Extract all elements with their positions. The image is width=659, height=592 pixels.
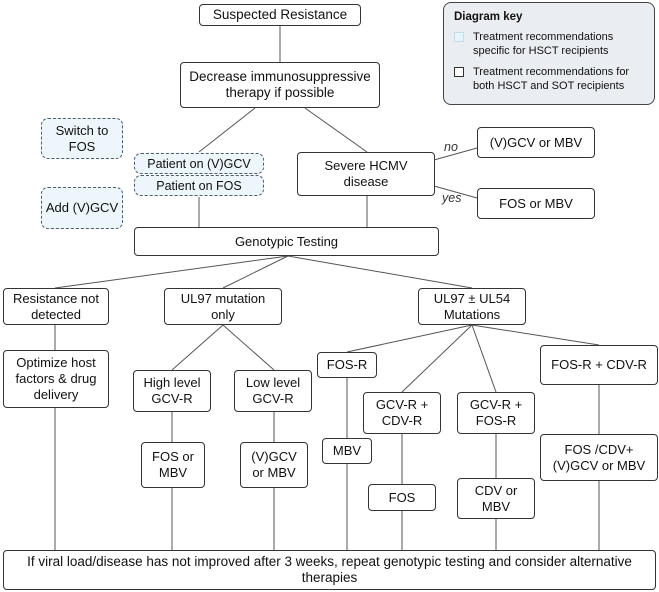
vgcv-or-mbv-top-node: (V)GCV or MBV [477,127,595,158]
fos-r-node: FOS-R [317,352,377,378]
suspected-resistance-node: Suspected Resistance [199,4,361,26]
ul97-ul54-mutations-node: UL97 ± UL54 Mutations [418,288,526,325]
key-hsct-label: Treatment recommendations specific for H… [473,31,614,57]
decrease-immunosuppressive-node: Decrease immunosuppressive therapy if po… [180,62,380,108]
ul97-mutation-only-node: UL97 mutation only [164,288,282,325]
gcv-r-cdv-r-node: GCV-R + CDV-R [363,392,441,434]
gcv-r-fos-r-node: GCV-R + FOS-R [457,392,535,434]
diagram-key-title: Diagram key [454,11,523,23]
switch-to-fos-node: Switch to FOS [41,118,123,159]
genotypic-testing-node: Genotypic Testing [134,227,439,256]
fos-node: FOS [368,484,436,511]
hsct-swatch [454,32,464,42]
diagram-key: Diagram key Treatment recommendations sp… [443,2,655,105]
key-row-both: Treatment recommendations for both HSCT … [454,65,644,93]
mbv-node: MBV [322,438,372,464]
optimize-host-factors-node: Optimize host factors & drug delivery [3,350,109,408]
severe-hcmv-node: Severe HCMV disease [297,152,435,196]
key-both-label: Treatment recommendations for both HSCT … [473,66,630,92]
low-level-gcv-r-node: Low level GCV-R [234,370,312,412]
edge-label-no: no [444,140,458,154]
patient-on-vgcv-node: Patient on (V)GCV [134,153,264,174]
patient-on-fos-node: Patient on FOS [134,175,264,196]
fos-cdv-vgcv-or-mbv-node: FOS /CDV+ (V)GCV or MBV [540,434,658,481]
high-level-gcv-r-node: High level GCV-R [133,370,211,412]
fos-or-mbv-top-node: FOS or MBV [477,188,595,219]
vgcv-or-mbv-node: (V)GCV or MBV [240,442,308,488]
edge-label-yes: yes [442,191,462,205]
repeat-genotypic-testing-footer: If viral load/disease has not improved a… [3,550,656,590]
fos-r-cdv-r-node: FOS-R + CDV-R [540,345,658,385]
fos-or-mbv-node: FOS or MBV [141,442,205,488]
add-vgcv-node: Add (V)GCV [41,187,123,229]
key-row-hsct: Treatment recommendations specific for H… [454,30,644,58]
both-swatch [454,67,464,77]
cdv-or-mbv-node: CDV or MBV [457,478,535,519]
resistance-not-detected-node: Resistance not detected [3,288,109,325]
